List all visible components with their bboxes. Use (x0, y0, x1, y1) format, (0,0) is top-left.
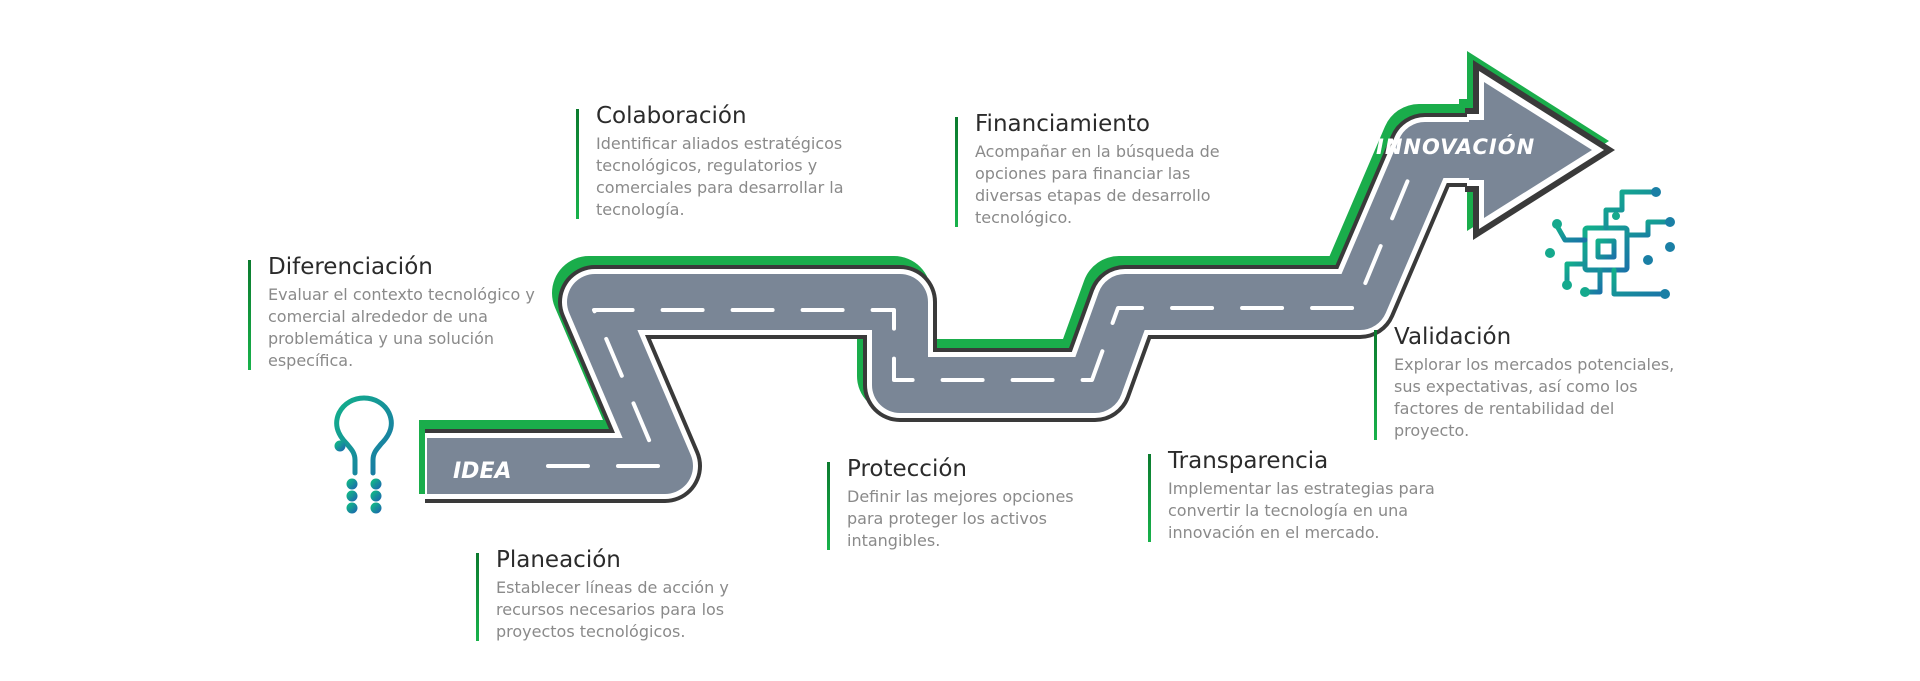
stage-accent-bar (827, 462, 830, 550)
road-start-label: IDEA (453, 459, 512, 484)
road-asphalt (427, 122, 1480, 494)
stage-title: Colaboración (596, 103, 747, 129)
stage-title: Protección (847, 456, 967, 482)
stage-description: Explorar los mercados potenciales, sus e… (1394, 355, 1675, 440)
stage-accent-bar (1374, 330, 1377, 440)
stage-accent-bar (955, 117, 958, 227)
stage-transparencia: Transparencia Implementar las estrategia… (1148, 446, 1458, 544)
stage-description: Definir las mejores opciones para proteg… (847, 487, 1074, 550)
stage-proteccion: Protección Definir las mejores opciones … (827, 454, 1107, 552)
stage-diferenciacion: Diferenciación Evaluar el contexto tecno… (248, 252, 538, 372)
stage-title: Diferenciación (268, 254, 433, 280)
road-end-label: INNOVACIÓN (1376, 134, 1535, 159)
lane-markings (546, 178, 1410, 468)
stage-planeacion: Planeación Establecer líneas de acción y… (476, 545, 766, 643)
lightbulb-icon (334, 395, 394, 514)
circuit-chip-icon (1545, 187, 1675, 299)
stage-colaboracion: Colaboración Identificar aliados estraté… (576, 101, 876, 221)
stage-description: Establecer líneas de acción y recursos n… (496, 578, 729, 641)
stage-title: Financiamiento (975, 111, 1150, 137)
stage-description: Identificar aliados estratégicos tecnoló… (596, 134, 844, 219)
stage-accent-bar (576, 109, 579, 219)
stage-financiamiento: Financiamiento Acompañar en la búsqueda … (955, 109, 1245, 229)
stage-title: Planeación (496, 547, 621, 573)
stage-accent-bar (476, 553, 479, 641)
arrow-asphalt (1469, 82, 1592, 218)
stage-description: Acompañar en la búsqueda de opciones par… (975, 142, 1220, 227)
stage-title: Validación (1394, 324, 1512, 350)
stage-accent-bar (1148, 454, 1151, 542)
stage-accent-bar (248, 260, 251, 370)
stage-title: Transparencia (1168, 448, 1329, 474)
stage-description: Evaluar el contexto tecnológico y comerc… (268, 285, 535, 370)
stage-validacion: Validación Explorar los mercados potenci… (1374, 322, 1694, 442)
stage-description: Implementar las estrategias para convert… (1168, 479, 1435, 542)
